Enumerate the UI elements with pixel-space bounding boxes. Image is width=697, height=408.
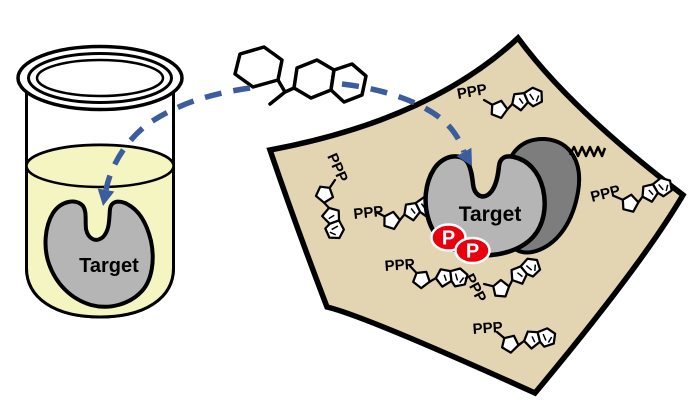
target-label-cell: Target — [459, 203, 522, 226]
phenyl-ring — [233, 45, 284, 89]
atp-label: PPP — [472, 319, 503, 338]
atp-label: PPP — [384, 256, 415, 275]
naphthalene-ring-a — [292, 58, 336, 100]
arrow-to-cell-path — [341, 81, 467, 153]
arrow-to-beaker-path — [103, 85, 251, 191]
arrowhead-beaker — [97, 188, 115, 206]
atp-label: PPP — [353, 203, 385, 223]
atp-molecule: PPP — [589, 173, 677, 218]
arrow-to-beaker — [97, 85, 251, 206]
small-molecule — [233, 45, 368, 106]
liquid-surface — [25, 143, 175, 189]
arrowhead-cell — [456, 147, 472, 166]
beaker-rim — [16, 44, 184, 112]
membrane-anchor-squiggle — [568, 145, 607, 158]
atp-molecule: PPP — [384, 256, 469, 291]
atp-molecule: PPP — [456, 81, 547, 123]
atp-molecule: PPP — [472, 319, 558, 355]
target-label-beaker: Target — [79, 255, 139, 277]
linker-bonds — [268, 78, 296, 106]
phosphate-label: P — [442, 228, 455, 250]
target-protein-beaker — [43, 199, 155, 309]
cell: PPP PPP PPP PPP PPP PPP PPP — [266, 33, 687, 397]
phosphate-label: P — [466, 241, 479, 263]
atp-label: PPP — [589, 182, 622, 206]
phosphate-badge: P — [454, 236, 491, 265]
beaker: Target — [16, 44, 184, 319]
atp-label: PPP — [456, 81, 489, 103]
arrow-to-cell — [341, 81, 472, 166]
atp-molecule: PPP — [353, 193, 439, 234]
